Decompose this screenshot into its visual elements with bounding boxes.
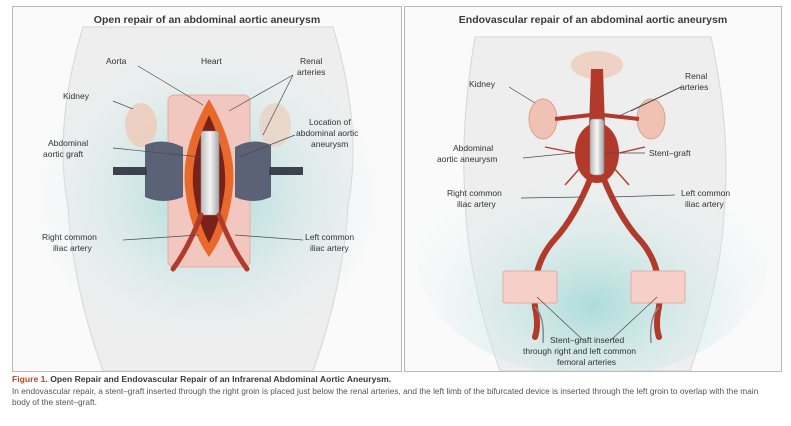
endovascular-repair-illustration: Kidney Renal arteries Abdominal aortic a… (405, 7, 781, 371)
figure-number: Figure 1. (12, 374, 48, 384)
caption-title: Open Repair and Endovascular Repair of a… (50, 374, 391, 384)
label-right-iliac-1: Right common (447, 188, 502, 198)
label-aneurysm-2: aortic aneurysm (437, 154, 497, 164)
figure-caption: Figure 1. Open Repair and Endovascular R… (12, 374, 780, 422)
label-left-iliac-1: Left common (681, 188, 730, 198)
kidney-shape-left (529, 99, 557, 139)
label-right-iliac-1: Right common (42, 232, 97, 242)
right-retractor (235, 141, 271, 201)
label-inserted-2: through right and left common (523, 346, 636, 356)
label-inserted-3: femoral arteries (557, 357, 616, 367)
label-graft-2: aortic graft (43, 149, 84, 159)
label-graft-1: Abdominal (48, 138, 88, 148)
right-groin-incision (503, 271, 557, 303)
label-kidney: Kidney (469, 79, 496, 89)
label-heart: Heart (201, 56, 222, 66)
open-repair-panel: Open repair of an abdominal aortic aneur… (12, 6, 402, 372)
aortic-graft (201, 131, 219, 215)
label-right-iliac-2: iliac artery (53, 243, 92, 253)
label-left-iliac-2: iliac artery (310, 243, 349, 253)
caption-body: In endovascular repair, a stent–graft in… (12, 386, 780, 407)
label-left-iliac-1: Left common (305, 232, 354, 242)
label-renal-arteries-1: Renal (685, 71, 707, 81)
label-left-iliac-2: iliac artery (685, 199, 724, 209)
left-groin-incision (631, 271, 685, 303)
label-inserted-1: Stent–graft inserted (550, 335, 624, 345)
label-location-1: Location of (309, 117, 351, 127)
label-right-iliac-2: iliac artery (457, 199, 496, 209)
left-retractor (145, 141, 183, 201)
open-repair-illustration: Heart Aorta Renal arteries Kidney Locati… (13, 7, 401, 371)
aorta (589, 69, 605, 127)
label-renal-arteries-2: arteries (680, 82, 708, 92)
label-stent-graft: Stent–graft (649, 148, 691, 158)
kidney-shape (125, 103, 157, 147)
label-aneurysm-1: Abdominal (453, 143, 493, 153)
caption-title-line: Figure 1. Open Repair and Endovascular R… (12, 374, 780, 385)
label-location-3: aneurysm (311, 139, 348, 149)
stent-graft-body (590, 119, 604, 175)
label-location-2: abdominal aortic (296, 128, 359, 138)
label-kidney: Kidney (63, 91, 90, 101)
endovascular-repair-panel: Endovascular repair of an abdominal aort… (404, 6, 782, 372)
label-renal-arteries-1: Renal (300, 56, 322, 66)
label-renal-arteries-2: arteries (297, 67, 325, 77)
label-aorta: Aorta (106, 56, 127, 66)
kidney-shape-right (637, 99, 665, 139)
